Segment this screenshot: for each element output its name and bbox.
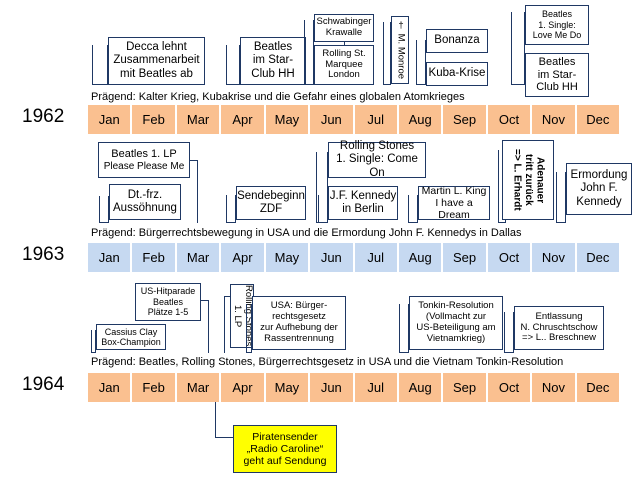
event-connector	[344, 42, 346, 45]
event-connector	[226, 195, 236, 223]
month-cell: Aug	[398, 105, 444, 134]
month-cell: Aug	[398, 243, 444, 272]
event-box-monroe: † M. Monroe	[391, 16, 409, 84]
year-label-1962: 1962	[22, 106, 65, 127]
month-cell: Mar	[176, 373, 222, 402]
month-cell: Oct	[487, 373, 533, 402]
event-connector	[224, 296, 232, 298]
month-cell: Feb	[132, 105, 177, 134]
month-cell: Jan	[88, 243, 133, 272]
month-row-1964: Jan Feb Mar Apr May Jun Jul Aug Sep Oct …	[88, 373, 620, 402]
event-connector	[208, 300, 210, 353]
event-connector	[99, 196, 109, 223]
event-connector	[408, 195, 418, 223]
event-connector	[511, 12, 525, 85]
event-connector	[416, 40, 426, 85]
month-cell: Dec	[576, 373, 620, 402]
month-cell: Jun	[310, 373, 355, 402]
theme-1962: Prägend: Kalter Krieg, Kubakrise und die…	[91, 91, 465, 103]
theme-1964: Prägend: Beatles, Rolling Stones, Bürger…	[91, 356, 564, 368]
event-connector	[318, 195, 328, 223]
month-cell: Oct	[487, 243, 533, 272]
month-cell: Sep	[443, 373, 488, 402]
month-cell: Jul	[354, 373, 399, 402]
month-cell: Jul	[354, 243, 399, 272]
theme-1963: Prägend: Bürgerrechtsbewegung in USA und…	[91, 227, 522, 239]
month-cell: Nov	[532, 105, 577, 134]
month-cell: Nov	[532, 373, 577, 402]
month-cell: Dec	[576, 243, 620, 272]
month-cell: Jun	[310, 105, 355, 134]
month-cell: Jan	[88, 105, 133, 134]
event-box-aussoehnung: Dt.-frz.Aussöhnung	[109, 184, 181, 220]
month-cell: Nov	[532, 243, 577, 272]
event-connector	[556, 172, 566, 223]
month-cell: Apr	[221, 105, 266, 134]
event-connector	[246, 304, 252, 353]
month-cell: Jun	[310, 243, 355, 272]
month-cell: Feb	[132, 243, 177, 272]
event-connector	[215, 402, 217, 438]
month-cell: Sep	[443, 105, 488, 134]
event-connector	[226, 45, 240, 85]
month-cell: Mar	[176, 243, 222, 272]
event-connector	[383, 22, 391, 85]
month-cell: Oct	[487, 105, 533, 134]
month-cell: Mar	[176, 105, 222, 134]
month-cell: Sep	[443, 243, 488, 272]
event-box-radio-caroline: Piratensender„Radio Caroline“geht auf Se…	[233, 425, 337, 473]
event-box-bonanza: Bonanza	[426, 29, 488, 53]
month-row-1962: Jan Feb Mar Apr May Jun Jul Aug Sep Oct …	[88, 105, 620, 134]
month-cell: Apr	[221, 243, 266, 272]
event-connector	[190, 160, 198, 162]
month-cell: May	[265, 105, 311, 134]
event-connector	[201, 300, 209, 302]
event-connector	[224, 296, 226, 353]
month-cell: May	[265, 243, 311, 272]
month-cell: Dec	[576, 105, 620, 134]
month-cell: Feb	[132, 373, 177, 402]
month-cell: Aug	[398, 373, 444, 402]
event-connector	[92, 45, 108, 85]
year-label-1963: 1963	[22, 244, 65, 265]
month-row-1963: Jan Feb Mar Apr May Jun Jul Aug Sep Oct …	[88, 243, 620, 272]
event-connector	[304, 20, 314, 85]
event-connector	[504, 312, 514, 353]
event-connector	[399, 304, 409, 353]
event-connector	[197, 160, 199, 223]
event-box-kuba-krise: Kuba-Krise	[426, 62, 488, 86]
event-connector	[215, 437, 234, 439]
month-cell: Jul	[354, 105, 399, 134]
year-label-1964: 1964	[22, 374, 65, 395]
month-cell: May	[265, 373, 311, 402]
month-cell: Apr	[221, 373, 266, 402]
event-connector	[91, 330, 96, 353]
month-cell: Jan	[88, 373, 133, 402]
